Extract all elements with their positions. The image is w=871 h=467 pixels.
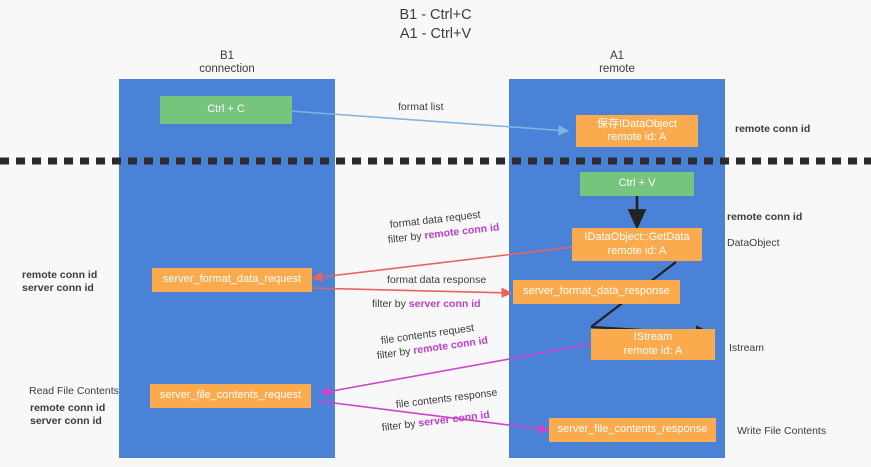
right-label-dataobject: DataObject: [727, 237, 780, 249]
box-ctrl-c[interactable]: Ctrl + C: [160, 96, 292, 124]
right-label-remote-conn-id-top: remote conn id: [735, 123, 811, 135]
filter-prefix: filter by: [372, 298, 409, 310]
box-server-format-data-response[interactable]: server_format_data_response: [513, 280, 680, 304]
right-label-remote-conn-id-mid: remote conn id: [727, 211, 803, 223]
box-idataobject-getdata[interactable]: IDataObject::GetData remote id: A: [572, 228, 702, 261]
column-header-b1: B1 connection: [199, 50, 255, 75]
edge-label-format-data-response-filter: filter by server conn id: [372, 298, 481, 311]
right-label-istream: Istream: [729, 342, 765, 354]
box-server-file-contents-request[interactable]: server_file_contents_request: [150, 384, 311, 408]
arrow-format-data-response: [309, 287, 513, 298]
left-label-server-conn-id-bottom: server conn id: [30, 415, 102, 427]
filter-prefix: filter by: [381, 417, 420, 434]
filter-key-server-conn-id: server conn id: [408, 298, 481, 310]
edge-label-format-list: format list: [398, 101, 444, 113]
page-title: B1 - Ctrl+C A1 - Ctrl+V: [399, 7, 472, 42]
edge-label-file-contents-response: file contents response: [395, 386, 499, 411]
box-ctrl-v[interactable]: Ctrl + V: [580, 172, 694, 196]
left-label-read-file-contents: Read File Contents: [29, 385, 119, 397]
edge-label-file-contents-response-filter: filter by server conn id: [381, 409, 490, 435]
left-label-remote-conn-id-mid: remote conn id: [22, 269, 98, 281]
filter-prefix: filter by: [387, 229, 426, 246]
left-label-server-conn-id-mid: server conn id: [22, 282, 94, 294]
box-server-file-contents-response[interactable]: server_file_contents_response: [549, 418, 716, 442]
left-label-remote-conn-id-bottom: remote conn id: [30, 402, 106, 414]
right-label-write-file-contents: Write File Contents: [737, 425, 827, 437]
filter-key-server-conn-id: server conn id: [417, 408, 491, 430]
edge-label-format-data-response: format data response: [387, 274, 487, 286]
box-server-format-data-request[interactable]: server_format_data_request: [152, 268, 312, 292]
box-istream[interactable]: IStream remote id: A: [591, 329, 715, 360]
box-idataobject-store[interactable]: 保存IDataObject remote id: A: [576, 115, 698, 147]
column-header-a1: A1 remote: [599, 50, 635, 75]
